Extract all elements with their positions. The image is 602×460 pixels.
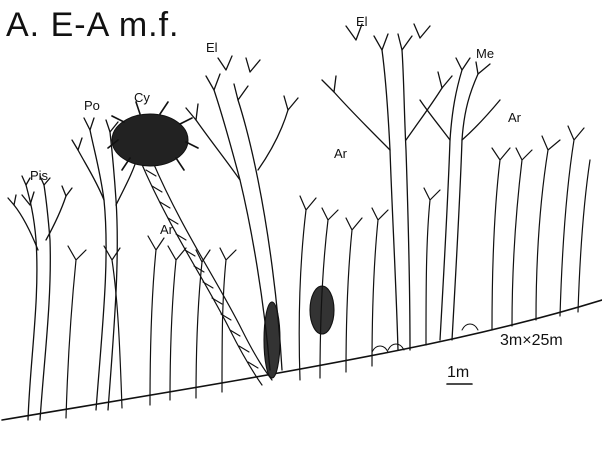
plot-size-label: 3m×25m (500, 332, 563, 350)
label-po: Po (84, 98, 100, 113)
scale-bar-label: 1m (447, 364, 469, 382)
figure-title: A. E-A m.f. (6, 6, 179, 45)
tree-fern-cy (108, 102, 272, 385)
label-el-left: El (206, 40, 218, 55)
label-ar-center: Ar (334, 146, 347, 161)
ground-rocks (372, 324, 478, 352)
tree-el-top (322, 24, 452, 350)
label-cy: Cy (134, 90, 150, 105)
tree-pis (8, 176, 72, 420)
label-el-top: El (356, 14, 368, 29)
tree-me (420, 58, 500, 340)
tree-el-left (186, 56, 298, 370)
label-ar-left: Ar (160, 222, 173, 237)
label-ar-right: Ar (508, 110, 521, 125)
label-pis: Pis (30, 168, 48, 183)
label-me: Me (476, 46, 494, 61)
